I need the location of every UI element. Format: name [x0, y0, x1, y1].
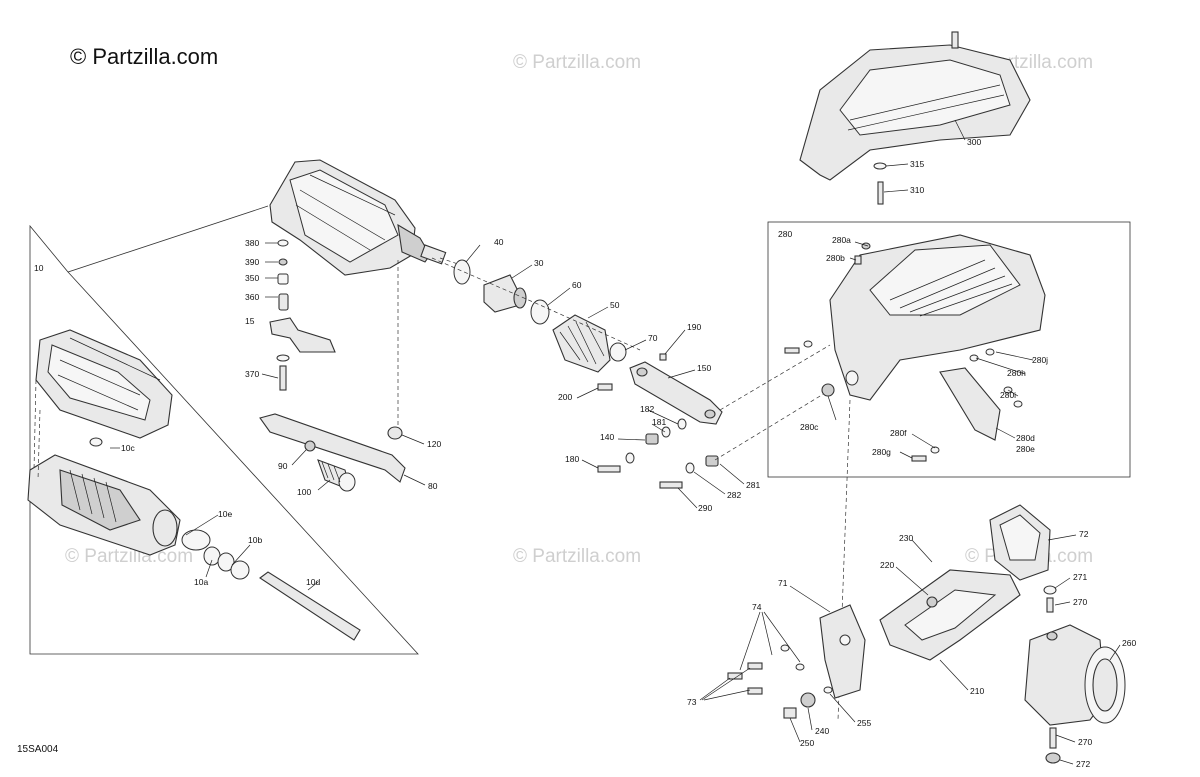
intake-cover-280	[784, 234, 1046, 462]
watermark: © Partzilla.com	[513, 52, 641, 73]
link-arm	[597, 353, 723, 489]
callout-280i: 280i	[1000, 390, 1016, 400]
callout-281: 281	[746, 480, 760, 490]
callout-250: 250	[800, 738, 814, 748]
callout-315: 315	[910, 159, 924, 169]
callout-350: 350	[245, 273, 259, 283]
callout-100: 100	[297, 487, 311, 497]
assembly-line	[714, 389, 831, 461]
assembly-280-frame	[767, 221, 1131, 478]
callout-140: 140	[600, 432, 614, 442]
callout-182: 182	[640, 404, 654, 414]
callout-150: 150	[697, 363, 711, 373]
callout-270-upper: 270	[1073, 597, 1087, 607]
supercharger-housing	[269, 159, 447, 276]
actuator-72	[989, 504, 1051, 581]
duct-260	[1024, 585, 1126, 764]
callout-210: 210	[970, 686, 984, 696]
callout-280h: 280h	[1007, 368, 1026, 378]
callout-120: 120	[427, 439, 441, 449]
callout-280g: 280g	[872, 447, 891, 457]
callout-280a: 280a	[832, 235, 851, 245]
assembly-line	[439, 257, 471, 269]
bracket-220	[879, 569, 1021, 661]
callout-50: 50	[610, 300, 620, 310]
callout-272: 272	[1076, 759, 1090, 769]
coupler-parts	[453, 259, 627, 373]
callout-230: 230	[899, 533, 913, 543]
callout-labels: 10 10c 10e 10b 10a 10d 380 390 350 360 1…	[34, 137, 1136, 769]
callout-10a: 10a	[194, 577, 208, 587]
mounting-hardware	[269, 239, 336, 391]
callout-40: 40	[494, 237, 504, 247]
callout-370: 370	[245, 369, 259, 379]
callout-30: 30	[534, 258, 544, 268]
callout-10: 10	[34, 263, 44, 273]
callout-10e: 10e	[218, 509, 232, 519]
callout-360: 360	[245, 292, 259, 302]
callout-380: 380	[245, 238, 259, 248]
callout-200: 200	[558, 392, 572, 402]
callout-260: 260	[1122, 638, 1136, 648]
callout-80: 80	[428, 481, 438, 491]
leader-lines	[110, 119, 1121, 765]
assembly-10-frame	[29, 205, 419, 655]
callout-72: 72	[1079, 529, 1089, 539]
callout-280j: 280j	[1032, 355, 1048, 365]
callout-300: 300	[967, 137, 981, 147]
supercharger-assembly-exploded	[27, 329, 361, 641]
callout-10c: 10c	[121, 443, 135, 453]
callout-271: 271	[1073, 572, 1087, 582]
callout-90: 90	[278, 461, 288, 471]
callout-280f: 280f	[890, 428, 907, 438]
diagram-reference: 15SA004	[17, 744, 59, 755]
callout-220: 220	[880, 560, 894, 570]
callout-10b: 10b	[248, 535, 262, 545]
callout-15: 15	[245, 316, 255, 326]
callout-255: 255	[857, 718, 871, 728]
callout-10d: 10d	[306, 577, 320, 587]
callout-71: 71	[778, 578, 788, 588]
callout-390: 390	[245, 257, 259, 267]
callout-280e: 280e	[1016, 444, 1035, 454]
brand-copyright: © Partzilla.com	[70, 44, 218, 69]
fasteners-73-74	[727, 644, 833, 719]
callout-280b: 280b	[826, 253, 845, 263]
callout-290: 290	[698, 503, 712, 513]
top-cover-300	[799, 31, 1031, 205]
callout-60: 60	[572, 280, 582, 290]
callout-310: 310	[910, 185, 924, 195]
callout-280: 280	[778, 229, 792, 239]
callout-240: 240	[815, 726, 829, 736]
callout-180: 180	[565, 454, 579, 464]
watermark: © Partzilla.com	[65, 546, 193, 567]
callout-280c: 280c	[800, 422, 819, 432]
watermark: © Partzilla.com	[513, 546, 641, 567]
callout-74: 74	[752, 602, 762, 612]
lever-assembly	[259, 413, 406, 492]
callout-280d: 280d	[1016, 433, 1035, 443]
mount-71	[819, 604, 866, 699]
callout-190: 190	[687, 322, 701, 332]
callout-270-lower: 270	[1078, 737, 1092, 747]
assembly-line	[719, 344, 831, 411]
callout-181: 181	[652, 417, 666, 427]
assembly-line	[431, 257, 641, 351]
callout-70: 70	[648, 333, 658, 343]
callout-73: 73	[687, 697, 697, 707]
callout-282: 282	[727, 490, 741, 500]
